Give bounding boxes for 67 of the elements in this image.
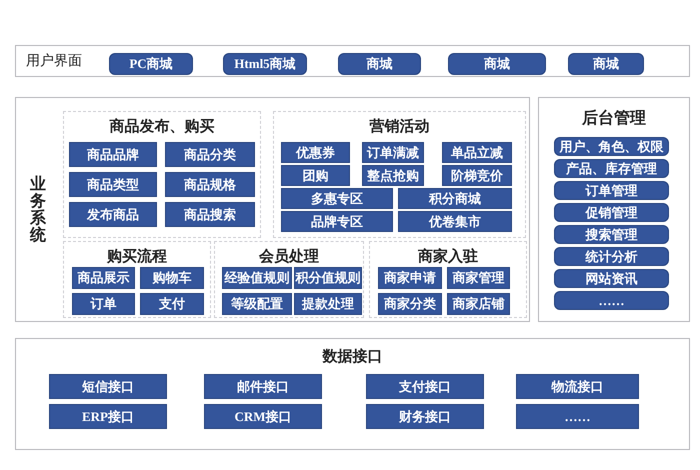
module-group bbox=[214, 241, 364, 318]
module-button: 商城 bbox=[338, 53, 421, 75]
module-box: 整点抢购 bbox=[362, 165, 424, 186]
module-box: 短信接口 bbox=[49, 374, 167, 399]
module-box: 邮件接口 bbox=[204, 374, 322, 399]
module-button: 促销管理 bbox=[554, 203, 669, 222]
module-box: 商品规格 bbox=[165, 172, 255, 197]
module-button: 统计分析 bbox=[554, 247, 669, 266]
module-box: 商家店铺 bbox=[447, 293, 510, 315]
module-button: Html5商城 bbox=[223, 53, 307, 75]
system-panel bbox=[538, 97, 690, 322]
module-group bbox=[273, 111, 526, 238]
module-button: 商城 bbox=[568, 53, 644, 75]
module-box: ERP接口 bbox=[49, 404, 167, 429]
system-panel bbox=[15, 45, 690, 77]
module-button: 用户、角色、权限 bbox=[554, 137, 669, 156]
module-button: 订单管理 bbox=[554, 181, 669, 200]
group-heading: 营销活动 bbox=[368, 117, 430, 136]
module-box: 商品搜索 bbox=[165, 202, 255, 227]
module-box: 商家分类 bbox=[378, 293, 442, 315]
panel-heading: 后台管理 bbox=[580, 108, 647, 129]
panel-heading: 业务系统 bbox=[30, 176, 46, 244]
module-box: 优惠券 bbox=[281, 142, 350, 163]
module-box: 等级配置 bbox=[222, 293, 292, 315]
module-box: 积分商城 bbox=[398, 188, 512, 209]
module-box: 阶梯竞价 bbox=[442, 165, 512, 186]
module-box: 积分值规则 bbox=[294, 267, 362, 289]
module-box: 商品类型 bbox=[69, 172, 157, 197]
module-button: 商城 bbox=[448, 53, 546, 75]
module-box: CRM接口 bbox=[204, 404, 322, 429]
module-box: 商品分类 bbox=[165, 142, 255, 167]
module-box: 订单满减 bbox=[362, 142, 424, 163]
module-box: 单品立减 bbox=[442, 142, 512, 163]
group-heading: 购买流程 bbox=[106, 247, 168, 266]
group-heading: 商家入驻 bbox=[417, 247, 479, 266]
system-panel bbox=[15, 338, 690, 450]
module-box: 经验值规则 bbox=[222, 267, 292, 289]
module-button: 网站资讯 bbox=[554, 269, 669, 288]
module-box: 多惠专区 bbox=[281, 188, 393, 209]
module-group bbox=[63, 111, 261, 238]
module-box: 团购 bbox=[281, 165, 350, 186]
module-box: …… bbox=[516, 404, 639, 429]
module-box: 商家管理 bbox=[447, 267, 510, 289]
module-button: …… bbox=[554, 291, 669, 310]
module-group bbox=[63, 241, 211, 318]
panel-heading: 数据接口 bbox=[321, 347, 384, 366]
module-box: 订单 bbox=[72, 293, 135, 315]
module-group bbox=[369, 241, 527, 318]
module-box: 发布商品 bbox=[69, 202, 157, 227]
module-box: 商家申请 bbox=[378, 267, 442, 289]
module-box: 支付 bbox=[140, 293, 204, 315]
module-button: 产品、库存管理 bbox=[554, 159, 669, 178]
panel-heading: 用户界面 bbox=[26, 52, 82, 70]
module-button: PC商城 bbox=[109, 53, 193, 75]
system-panel bbox=[15, 97, 530, 322]
module-box: 提款处理 bbox=[294, 293, 362, 315]
module-box: 品牌专区 bbox=[281, 211, 393, 232]
module-box: 购物车 bbox=[140, 267, 204, 289]
group-heading: 会员处理 bbox=[258, 247, 320, 266]
module-box: 支付接口 bbox=[366, 374, 484, 399]
module-box: 物流接口 bbox=[516, 374, 639, 399]
module-box: 财务接口 bbox=[366, 404, 484, 429]
module-button: 搜索管理 bbox=[554, 225, 669, 244]
module-box: 优卷集市 bbox=[398, 211, 512, 232]
module-box: 商品品牌 bbox=[69, 142, 157, 167]
group-heading: 商品发布、购买 bbox=[108, 117, 216, 136]
module-box: 商品展示 bbox=[72, 267, 135, 289]
